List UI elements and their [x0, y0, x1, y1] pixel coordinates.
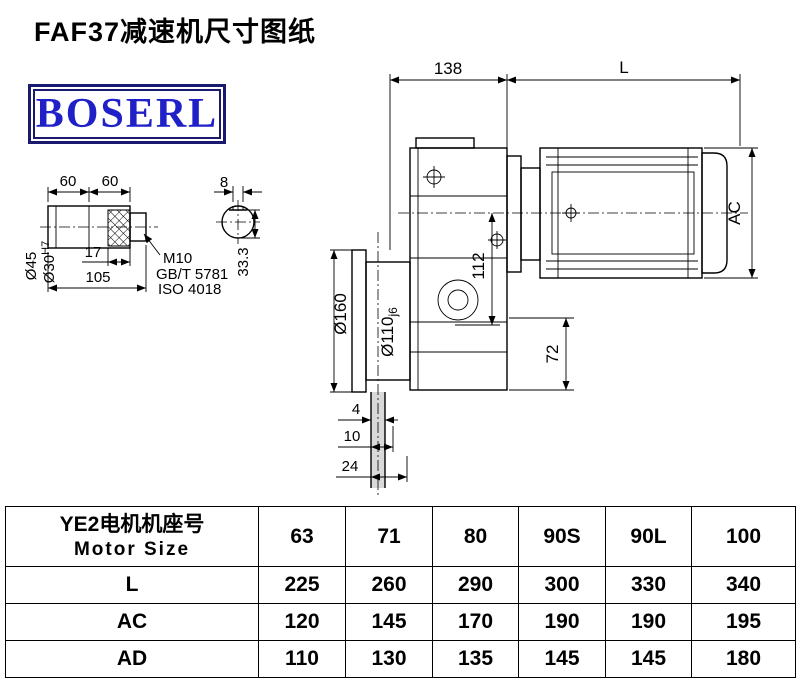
row-label: L [5, 566, 259, 604]
main-view-dimensions: 138 L AC 112 72 Ø160 Ø110 [330, 58, 758, 482]
table-cell: 225 [258, 566, 346, 604]
table-cell: 260 [345, 566, 433, 604]
dim-10-label: 10 [344, 428, 361, 445]
main-assembly-view [351, 137, 748, 496]
dia-45-label: Ø45 [23, 252, 40, 280]
table-cell: 330 [605, 566, 692, 604]
table-row-L: L 225 260 290 300 330 340 [5, 566, 796, 604]
brand-logo: BOSERL [28, 84, 226, 144]
row-label: AC [5, 603, 259, 641]
table-cell: 100 [691, 506, 796, 567]
motor-flange [506, 155, 522, 273]
dim-4-label: 4 [352, 401, 360, 418]
dim-17-label: 17 [85, 244, 102, 261]
table-cell: 71 [345, 506, 433, 567]
dim-AC-label: AC [725, 201, 744, 225]
motor-size-header-cn: YE2电机机座号 [59, 513, 205, 537]
table-cell: 300 [518, 566, 606, 604]
output-flange-plate [351, 249, 367, 393]
table-cell: 63 [258, 506, 346, 567]
output-flange-hub [365, 261, 411, 381]
table-cell: 80 [432, 506, 519, 567]
dim-105-label: 105 [85, 269, 110, 286]
table-cell: 145 [605, 640, 692, 678]
page-title: FAF37减速机尺寸图纸 [34, 17, 317, 47]
table-cell: 110 [258, 640, 346, 678]
table-cell: 90S [518, 506, 606, 567]
motor-size-header-en: Motor Size [73, 538, 191, 560]
dim-60-left-label: 60 [60, 173, 77, 190]
dia-30-label: Ø30H7 [40, 241, 58, 283]
table-cell: 195 [691, 603, 796, 641]
dim-24-label: 24 [342, 458, 359, 475]
table-cell: 145 [518, 640, 606, 678]
brand-logo-text: BOSERL [35, 91, 219, 137]
standard-gb-label: GB/T 5781 [156, 266, 228, 283]
table-row-AC: AC 120 145 170 190 190 195 [5, 603, 796, 641]
dia-160-label: Ø160 [331, 293, 350, 335]
table-cell: 190 [605, 603, 692, 641]
table-cell: 170 [432, 603, 519, 641]
table-cell: 180 [691, 640, 796, 678]
table-cell: 90L [605, 506, 692, 567]
table-cell: 145 [345, 603, 433, 641]
dim-72-label: 72 [543, 345, 562, 364]
table-cell: 130 [345, 640, 433, 678]
motor-size-table: YE2电机机座号 Motor Size 63 71 80 90S 90L 100… [5, 506, 796, 678]
keyway-section-view: 8 33.3 [214, 174, 262, 277]
dim-112-label: 112 [469, 252, 488, 279]
table-cell: 190 [518, 603, 606, 641]
shaft-detail-view: 60 60 17 105 Ø45 Ø30H7 M10 GB/T 5781 ISO… [23, 173, 228, 298]
standard-iso-label: ISO 4018 [158, 281, 221, 298]
dim-138-label: 138 [434, 59, 462, 78]
row-label: AD [5, 640, 259, 678]
adapter-bell [520, 167, 541, 261]
table-header-row: YE2电机机座号 Motor Size 63 71 80 90S 90L 100 [5, 506, 796, 567]
dim-8-label: 8 [220, 174, 228, 191]
table-cell: 340 [691, 566, 796, 604]
table-cell: 290 [432, 566, 519, 604]
spec-table-container: YE2电机机座号 Motor Size 63 71 80 90S 90L 100… [5, 506, 796, 678]
thread-leader-line [143, 233, 161, 256]
dim-33-3-label: 33.3 [235, 247, 252, 276]
table-cell: 135 [432, 640, 519, 678]
thread-label: M10 [163, 250, 192, 267]
output-shaft-shading [371, 392, 385, 488]
dimension-drawing: 60 60 17 105 Ø45 Ø30H7 M10 GB/T 5781 ISO… [23, 58, 758, 496]
dim-60-right-label: 60 [102, 173, 119, 190]
motor-size-header-cell: YE2电机机座号 Motor Size [5, 506, 259, 567]
table-cell: 120 [258, 603, 346, 641]
dia-110-label: Ø110j6 [378, 307, 400, 357]
fan-cover [701, 152, 728, 274]
table-row-AD: AD 110 130 135 145 145 180 [5, 640, 796, 678]
dim-L-label: L [619, 58, 628, 77]
